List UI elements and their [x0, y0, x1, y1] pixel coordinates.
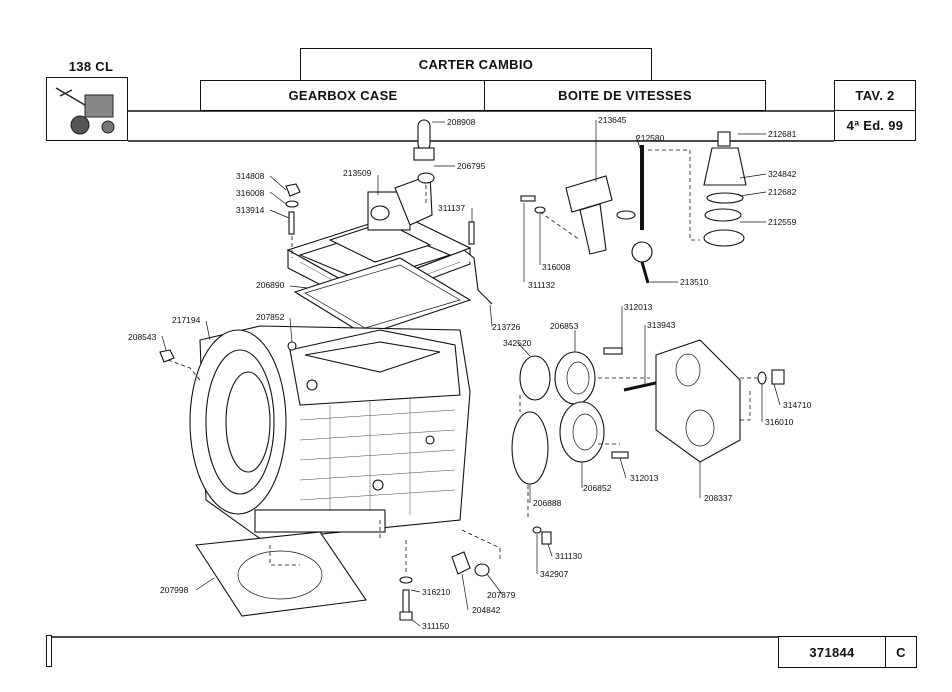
part-label-206890: 206890	[256, 280, 285, 290]
lever-screw	[520, 195, 546, 214]
part-label-316008-b: 316008	[542, 262, 571, 272]
gear-lever	[631, 145, 653, 284]
footer-revision-box: C	[885, 636, 917, 668]
washer-316010	[757, 371, 767, 385]
part-label-207879: 207879	[487, 590, 516, 600]
footer-code-box: 371844	[778, 636, 886, 668]
edition-box: 4ª Ed. 99	[834, 110, 916, 141]
part-label-206888: 206888	[533, 498, 562, 508]
part-label-217194: 217194	[172, 315, 201, 325]
part-label-208337: 208337	[704, 493, 733, 503]
breather-plug	[413, 119, 435, 184]
part-label-311137: 311137	[438, 203, 465, 213]
end-cover	[655, 339, 741, 463]
part-label-213726: 213726	[492, 322, 521, 332]
machine-thumbnail-icon	[55, 87, 115, 135]
footer-left-mark	[46, 635, 52, 667]
part-label-206852: 206852	[583, 483, 612, 493]
gearbox-housing	[189, 325, 471, 541]
title-french: BOITE DE VITESSES	[558, 88, 692, 103]
part-label-311130: 311130	[555, 551, 582, 561]
part-label-213645: 213645	[598, 115, 627, 125]
table-box: TAV. 2	[834, 80, 916, 111]
part-label-213509: 213509	[343, 168, 372, 178]
lever-gate	[565, 175, 613, 255]
model-label: 138 CL	[68, 58, 114, 74]
cover-gasket	[293, 257, 472, 336]
screw-312013-top	[603, 347, 623, 355]
shift-bracket	[463, 221, 493, 305]
part-label-311132: 311132	[528, 280, 555, 290]
nut-314710	[771, 369, 785, 385]
lever-spring	[616, 210, 636, 220]
part-label-212580: 212580	[636, 133, 665, 143]
title-italian: CARTER CAMBIO	[418, 57, 534, 72]
part-label-324842: 324842	[768, 169, 797, 179]
part-label-207998: 207998	[160, 585, 189, 595]
lever-boot	[703, 131, 747, 247]
title-english: GEARBOX CASE	[288, 88, 398, 103]
part-label-208543: 208543	[128, 332, 157, 342]
table-number: TAV. 2	[855, 88, 895, 103]
stud-313943	[623, 380, 661, 392]
part-label-206853: 206853	[550, 321, 579, 331]
part-label-316010: 316010	[765, 417, 794, 427]
bottom-gasket	[195, 531, 367, 617]
side-plug	[451, 551, 490, 577]
part-label-342907: 342907	[540, 569, 569, 579]
oring-342520	[519, 355, 551, 401]
filler-plug	[287, 341, 297, 351]
part-label-212682: 212682	[768, 187, 797, 197]
part-label-316008-a: 316008	[236, 188, 265, 198]
seal-housing-206852	[559, 401, 605, 463]
part-label-204842: 204842	[472, 605, 501, 615]
small-screw	[532, 526, 552, 545]
part-label-213510: 213510	[680, 277, 709, 287]
gasket-206888	[511, 411, 549, 485]
part-label-316210: 316210	[422, 587, 451, 597]
leader-lines	[161, 120, 781, 627]
assembly-lines	[167, 149, 760, 574]
part-label-212559: 212559	[768, 217, 797, 227]
edition-label: 4ª Ed. 99	[846, 118, 904, 133]
part-label-342520: 342520	[503, 338, 532, 348]
title-fr-box: BOITE DE VITESSES	[484, 80, 766, 111]
screw-312013-bottom	[611, 451, 629, 459]
footer-code: 371844	[809, 644, 855, 660]
part-label-313914: 313914	[236, 205, 265, 215]
part-label-314808: 314808	[236, 171, 265, 181]
bottom-bolt	[399, 576, 413, 621]
part-label-313943: 313943	[647, 320, 676, 330]
part-label-312013-a: 312013	[624, 302, 653, 312]
cover-bolts	[285, 183, 301, 235]
title-it-box: CARTER CAMBIO	[300, 48, 652, 81]
part-label-206795: 206795	[457, 161, 486, 171]
part-label-212681: 212681	[768, 129, 797, 139]
part-label-312013-b: 312013	[630, 473, 659, 483]
part-label-207852: 207852	[256, 312, 285, 322]
model-box: 138 CL	[50, 56, 132, 76]
part-label-311150: 311150	[422, 621, 449, 631]
part-label-314710: 314710	[783, 400, 812, 410]
footer-revision: C	[896, 644, 906, 660]
part-label-208908: 208908	[447, 117, 476, 127]
drain-plug	[159, 349, 175, 363]
